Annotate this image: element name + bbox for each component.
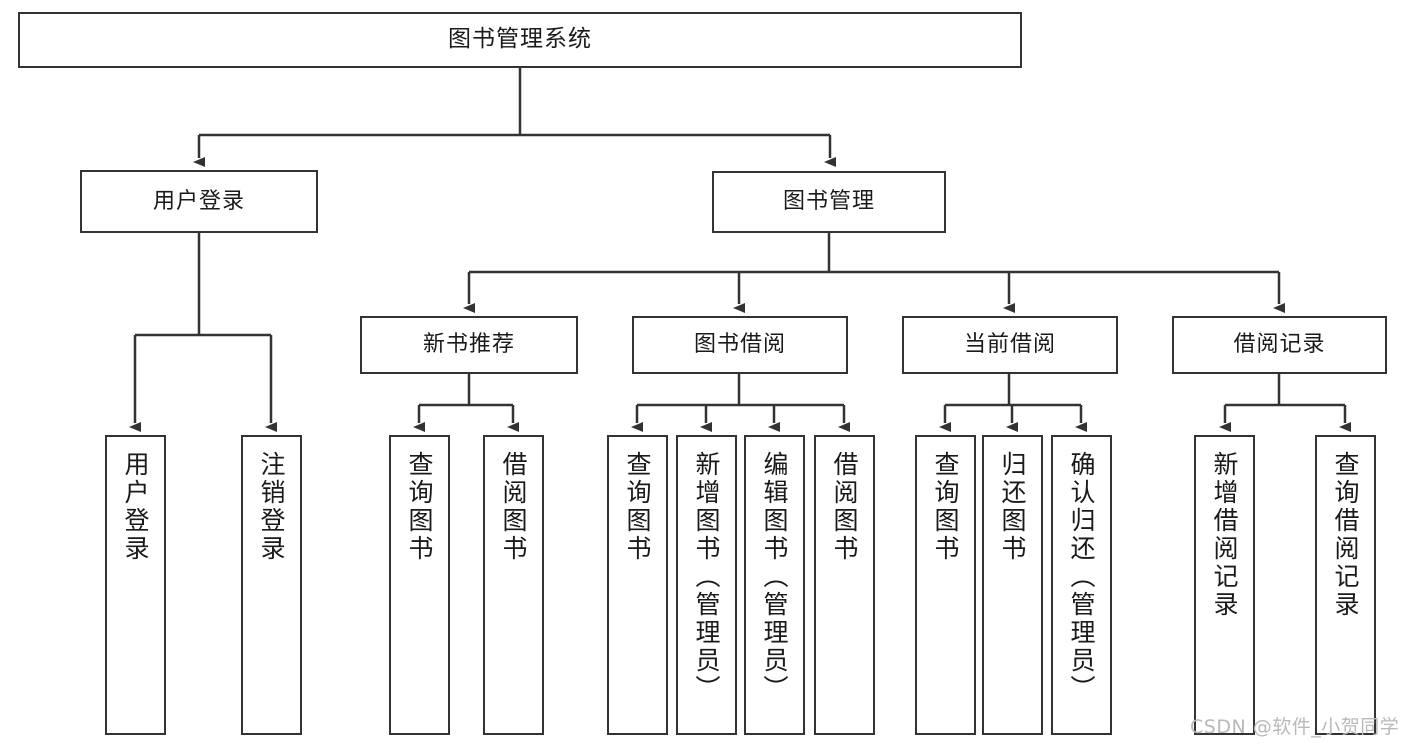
watermark: CSDN @软件_小贺同学 [1190,716,1400,738]
node-book-borrow[interactable]: 图书借阅 [632,316,848,374]
node-leaf-query-book-1[interactable]: 查询图书 [389,435,450,735]
node-leaf-user-login[interactable]: 用户登录 [105,435,166,735]
node-root[interactable]: 图书管理系统 [18,12,1022,68]
node-leaf-user-login-label: 用户登录 [121,451,150,563]
node-user-login-label: 用户登录 [152,188,245,214]
node-leaf-borrow-book-1-label: 借阅图书 [499,451,528,563]
node-borrow-record-label: 借阅记录 [1233,332,1326,358]
node-leaf-query-book-3-label: 查询图书 [931,451,960,563]
node-book-manage[interactable]: 图书管理 [712,171,946,233]
node-leaf-user-logout-label: 注销登录 [257,451,286,563]
node-leaf-query-book-3[interactable]: 查询图书 [915,435,976,735]
node-leaf-edit-book-label: 编辑图书（管理员） [760,451,789,703]
node-leaf-query-record-label: 查询借阅记录 [1331,451,1360,619]
node-leaf-user-logout[interactable]: 注销登录 [241,435,302,735]
node-user-login[interactable]: 用户登录 [80,170,318,233]
node-current-borrow-label: 当前借阅 [963,332,1056,358]
node-leaf-borrow-book-2[interactable]: 借阅图书 [814,435,875,735]
node-book-manage-label: 图书管理 [782,189,875,215]
node-leaf-borrow-book-2-label: 借阅图书 [830,451,859,563]
node-leaf-confirm-return-label: 确认归还（管理员） [1067,451,1096,703]
node-new-book-rec-label: 新书推荐 [422,332,515,358]
node-leaf-borrow-book-1[interactable]: 借阅图书 [483,435,544,735]
node-leaf-edit-book[interactable]: 编辑图书（管理员） [744,435,805,735]
node-new-book-rec[interactable]: 新书推荐 [360,316,578,374]
node-leaf-add-record[interactable]: 新增借阅记录 [1194,435,1255,735]
node-leaf-confirm-return[interactable]: 确认归还（管理员） [1051,435,1112,735]
node-leaf-query-record[interactable]: 查询借阅记录 [1315,435,1376,735]
node-leaf-add-record-label: 新增借阅记录 [1210,451,1239,619]
node-leaf-add-book[interactable]: 新增图书（管理员） [676,435,737,735]
node-leaf-query-book-2[interactable]: 查询图书 [607,435,668,735]
node-borrow-record[interactable]: 借阅记录 [1172,316,1387,374]
node-leaf-add-book-label: 新增图书（管理员） [692,451,721,703]
node-root-label: 图书管理系统 [448,26,592,53]
node-leaf-query-book-1-label: 查询图书 [405,451,434,563]
node-leaf-return-book[interactable]: 归还图书 [982,435,1043,735]
node-leaf-return-book-label: 归还图书 [998,451,1027,563]
node-current-borrow[interactable]: 当前借阅 [902,316,1118,374]
node-book-borrow-label: 图书借阅 [693,332,786,358]
node-leaf-query-book-2-label: 查询图书 [623,451,652,563]
